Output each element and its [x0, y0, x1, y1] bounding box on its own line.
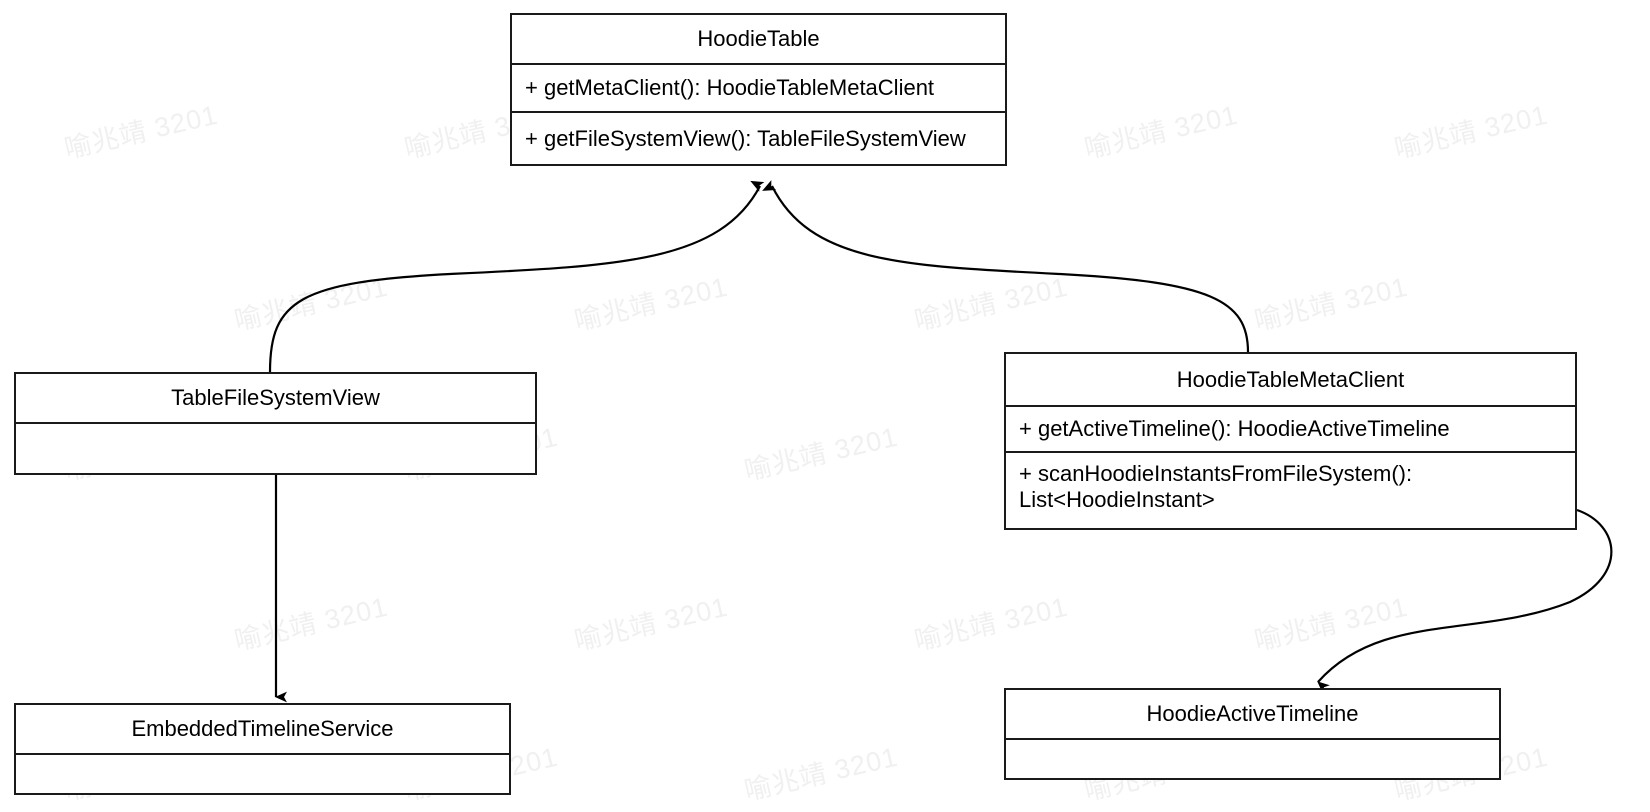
class-member-row: + getActiveTimeline(): HoodieActiveTimel…	[1006, 407, 1575, 453]
class-name-embedded-timeline-service: EmbeddedTimelineService	[16, 705, 509, 755]
class-box-embedded-timeline-service[interactable]: EmbeddedTimelineService	[14, 703, 511, 795]
class-member-row	[16, 755, 509, 793]
class-member-row	[16, 424, 535, 473]
class-member-row: + scanHoodieInstantsFromFileSystem(): Li…	[1019, 461, 1413, 512]
class-box-hoodie-table[interactable]: HoodieTable + getMetaClient(): HoodieTab…	[510, 13, 1007, 166]
class-name-hoodie-active-timeline: HoodieActiveTimeline	[1006, 690, 1499, 740]
edge-hoodietablemetaclient-to-hoodieactivetimeline	[1317, 508, 1613, 694]
edge-hoodietablemetaclient-to-hoodietable	[762, 180, 1250, 353]
class-name-hoodie-table-meta-client: HoodieTableMetaClient	[1006, 354, 1575, 407]
class-member-row	[1006, 740, 1499, 778]
edge-tablefilesystemview-to-hoodietable	[268, 180, 765, 373]
class-name-table-file-system-view: TableFileSystemView	[16, 374, 535, 424]
class-box-hoodie-table-meta-client[interactable]: HoodieTableMetaClient + getActiveTimelin…	[1004, 352, 1577, 530]
class-box-hoodie-active-timeline[interactable]: HoodieActiveTimeline	[1004, 688, 1501, 780]
class-box-table-file-system-view[interactable]: TableFileSystemView	[14, 372, 537, 475]
class-member-row: + getFileSystemView(): TableFileSystemVi…	[525, 125, 966, 151]
class-member-row: + getMetaClient(): HoodieTableMetaClient	[512, 65, 1005, 113]
class-name-hoodie-table: HoodieTable	[512, 15, 1005, 65]
